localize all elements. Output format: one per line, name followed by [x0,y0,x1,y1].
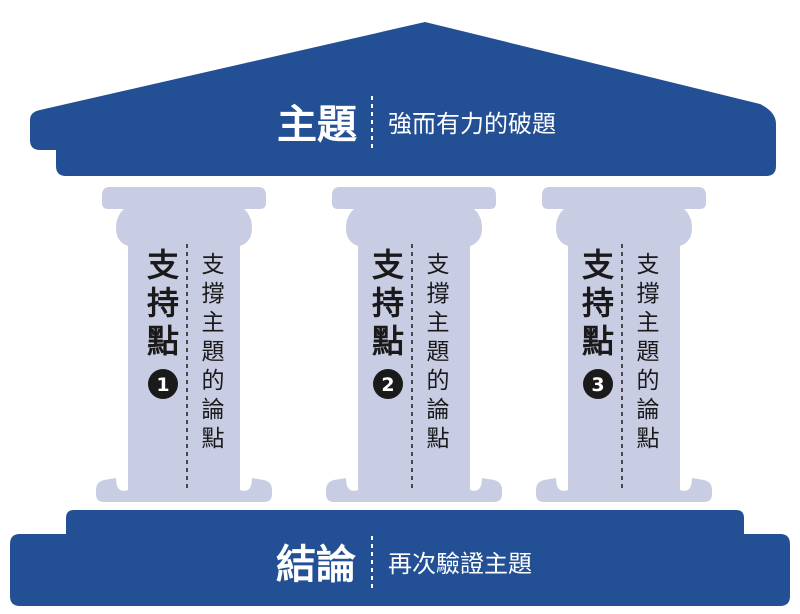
pillar-desc-char-1: 支 [637,252,660,278]
pillar-desc-char-3: 主 [637,310,660,336]
pillar-number: 3 [591,374,604,396]
base: 結論 再次驗證主題 [10,510,790,606]
pillar-desc-char-3: 主 [427,310,450,336]
pillar-title-char-3: 點 [147,322,179,360]
pillar-desc-char-7: 點 [427,426,450,452]
pillar-desc-char-5: 的 [202,368,225,394]
pillar-desc-char-1: 支 [427,252,450,278]
pillar-number-badge [148,369,178,399]
pillar-title-char-1: 支 [582,246,614,284]
pillar-desc-char-1: 支 [202,252,225,278]
pillar-title-char-3: 點 [372,322,404,360]
base-subtitle: 再次驗證主題 [388,550,532,578]
pillar-desc-char-3: 主 [202,310,225,336]
pillar-shape [96,187,272,502]
base-top-step [66,510,744,536]
pillar-desc-char-5: 的 [637,368,660,394]
pillar-shape [536,187,712,502]
pillar-title-char-1: 支 [372,246,404,284]
pillar-desc-char-2: 撐 [637,281,660,307]
pillar-desc-char-7: 點 [202,426,225,452]
pillar-desc-char-6: 論 [637,397,660,423]
pillar-1: 支 持 點 1 支 撐 主 題 的 論 點 [96,187,272,502]
pillar-desc-char-2: 撐 [202,281,225,307]
pillar-number-badge [373,369,403,399]
pillar-title-char-2: 持 [147,284,179,322]
roof: 主題 強而有力的破題 [30,22,776,176]
roof-shape [30,22,776,176]
roof-subtitle: 強而有力的破題 [388,110,556,138]
base-bottom-step [10,534,790,606]
pillar-desc-char-4: 題 [202,339,225,365]
pillar-shape [326,187,502,502]
roof-title: 主題 [277,101,357,148]
pillar-title-char-1: 支 [147,246,179,284]
pillar-number-badge [583,369,613,399]
pillar-title-char-2: 持 [582,284,614,322]
pillar-3: 支 持 點 3 支 撐 主 題 的 論 點 [536,187,712,502]
pillar-desc-char-4: 題 [427,339,450,365]
base-title: 結論 [276,541,356,588]
pillar-desc-char-6: 論 [427,397,450,423]
pillar-desc-char-4: 題 [637,339,660,365]
pillar-desc-char-2: 撐 [427,281,450,307]
pillar-desc-char-6: 論 [202,397,225,423]
pillar-number: 2 [381,374,394,396]
pillar-desc-char-5: 的 [427,368,450,394]
pillar-number: 1 [156,374,169,396]
pillar-title-char-3: 點 [582,322,614,360]
pillar-desc-char-7: 點 [637,426,660,452]
pillar-2: 支 持 點 2 支 撐 主 題 的 論 點 [326,187,502,502]
pillar-title-char-2: 持 [372,284,404,322]
